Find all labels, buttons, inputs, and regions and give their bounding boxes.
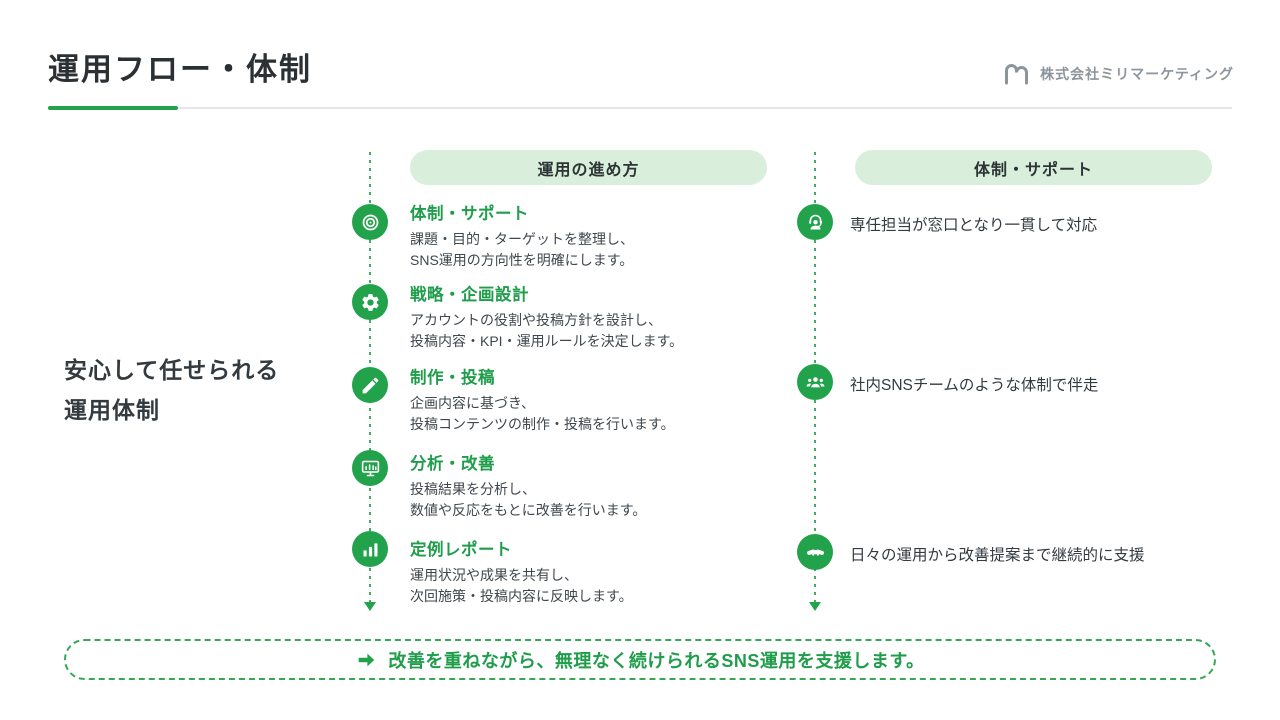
title-underline-accent xyxy=(48,106,178,110)
flow-step-desc-line: 次回施策・投稿内容に反映します。 xyxy=(410,588,633,604)
title-underline xyxy=(48,106,1232,110)
flow-step: 制作・投稿 企画内容に基づき、 投稿コンテンツの制作・投稿を行います。 xyxy=(410,364,790,435)
flow-step: 体制・サポート 課題・目的・ターゲットを整理し、 SNS運用の方向性を明確にしま… xyxy=(410,200,790,271)
flow-step-desc-line: 投稿コンテンツの制作・投稿を行います。 xyxy=(410,416,675,432)
flow-step-title: 戦略・企画設計 xyxy=(410,286,529,304)
flow-step-desc-line: 投稿結果を分析し、 xyxy=(410,481,536,497)
support-item: 専任担当が窓口となり一貫して対応 xyxy=(850,217,1098,234)
flow-step: 定例レポート 運用状況や成果を共有し、 次回施策・投稿内容に反映します。 xyxy=(410,536,790,607)
flow-step-title: 定例レポート xyxy=(410,541,512,559)
company-logo-icon xyxy=(1003,62,1033,86)
left-headline-line2: 運用体制 xyxy=(64,397,160,423)
company-name: 株式会社ミリマーケティング xyxy=(1040,66,1234,82)
support-column-header: 体制・サポート xyxy=(855,150,1212,185)
monitor-chart-icon xyxy=(352,450,388,486)
support-timeline-arrow-icon xyxy=(809,602,821,611)
flow-step-title: 体制・サポート xyxy=(410,205,529,223)
handshake-icon xyxy=(797,534,833,570)
left-headline-line1: 安心して任せられる xyxy=(64,357,280,383)
flow-step-title: 制作・投稿 xyxy=(410,369,495,387)
left-headline: 安心して任せられる 運用体制 xyxy=(64,350,279,430)
title-underline-line xyxy=(178,107,1232,109)
flow-step-desc: アカウントの役割や投稿方針を設計し、 投稿内容・KPI・運用ルールを決定します。 xyxy=(410,310,790,352)
bar-chart-icon xyxy=(352,531,388,567)
flow-step-desc: 運用状況や成果を共有し、 次回施策・投稿内容に反映します。 xyxy=(410,565,790,607)
support-item: 社内SNSチームのような体制で伴走 xyxy=(850,377,1099,394)
footer-message: 改善を重ねながら、無理なく続けられるSNS運用を支援します。 xyxy=(388,650,925,671)
target-icon xyxy=(352,204,388,240)
flow-step-desc-line: 運用状況や成果を共有し、 xyxy=(410,567,578,583)
flow-step-desc-line: 課題・目的・ターゲットを整理し、 xyxy=(410,231,634,247)
team-icon xyxy=(797,364,833,400)
flow-step-title: 分析・改善 xyxy=(410,455,495,473)
flow-step-desc-line: SNS運用の方向性を明確にします。 xyxy=(410,252,634,268)
flow-column-header: 運用の進め方 xyxy=(410,150,767,185)
headset-agent-icon xyxy=(797,204,833,240)
footer-banner: 改善を重ねながら、無理なく続けられるSNS運用を支援します。 xyxy=(64,639,1216,680)
flow-step: 戦略・企画設計 アカウントの役割や投稿方針を設計し、 投稿内容・KPI・運用ルー… xyxy=(410,281,790,352)
pencil-icon xyxy=(352,367,388,403)
flow-step-desc-line: 投稿内容・KPI・運用ルールを決定します。 xyxy=(410,333,684,349)
flow-step-desc: 投稿結果を分析し、 数値や反応をもとに改善を行います。 xyxy=(410,479,790,521)
flow-step-desc: 企画内容に基づき、 投稿コンテンツの制作・投稿を行います。 xyxy=(410,393,790,435)
support-item: 日々の運用から改善提案まで継続的に支援 xyxy=(850,547,1145,564)
arrow-right-icon xyxy=(355,649,377,671)
gear-icon xyxy=(352,284,388,320)
flow-step: 分析・改善 投稿結果を分析し、 数値や反応をもとに改善を行います。 xyxy=(410,450,790,521)
flow-step-desc-line: 企画内容に基づき、 xyxy=(410,395,536,411)
flow-step-desc: 課題・目的・ターゲットを整理し、 SNS運用の方向性を明確にします。 xyxy=(410,229,790,271)
company-brand: 株式会社ミリマーケティング xyxy=(1003,62,1234,86)
flow-step-desc-line: 数値や反応をもとに改善を行います。 xyxy=(410,502,647,518)
page-title: 運用フロー・体制 xyxy=(48,52,312,87)
flow-timeline-arrow-icon xyxy=(364,602,376,611)
flow-step-desc-line: アカウントの役割や投稿方針を設計し、 xyxy=(410,312,662,328)
